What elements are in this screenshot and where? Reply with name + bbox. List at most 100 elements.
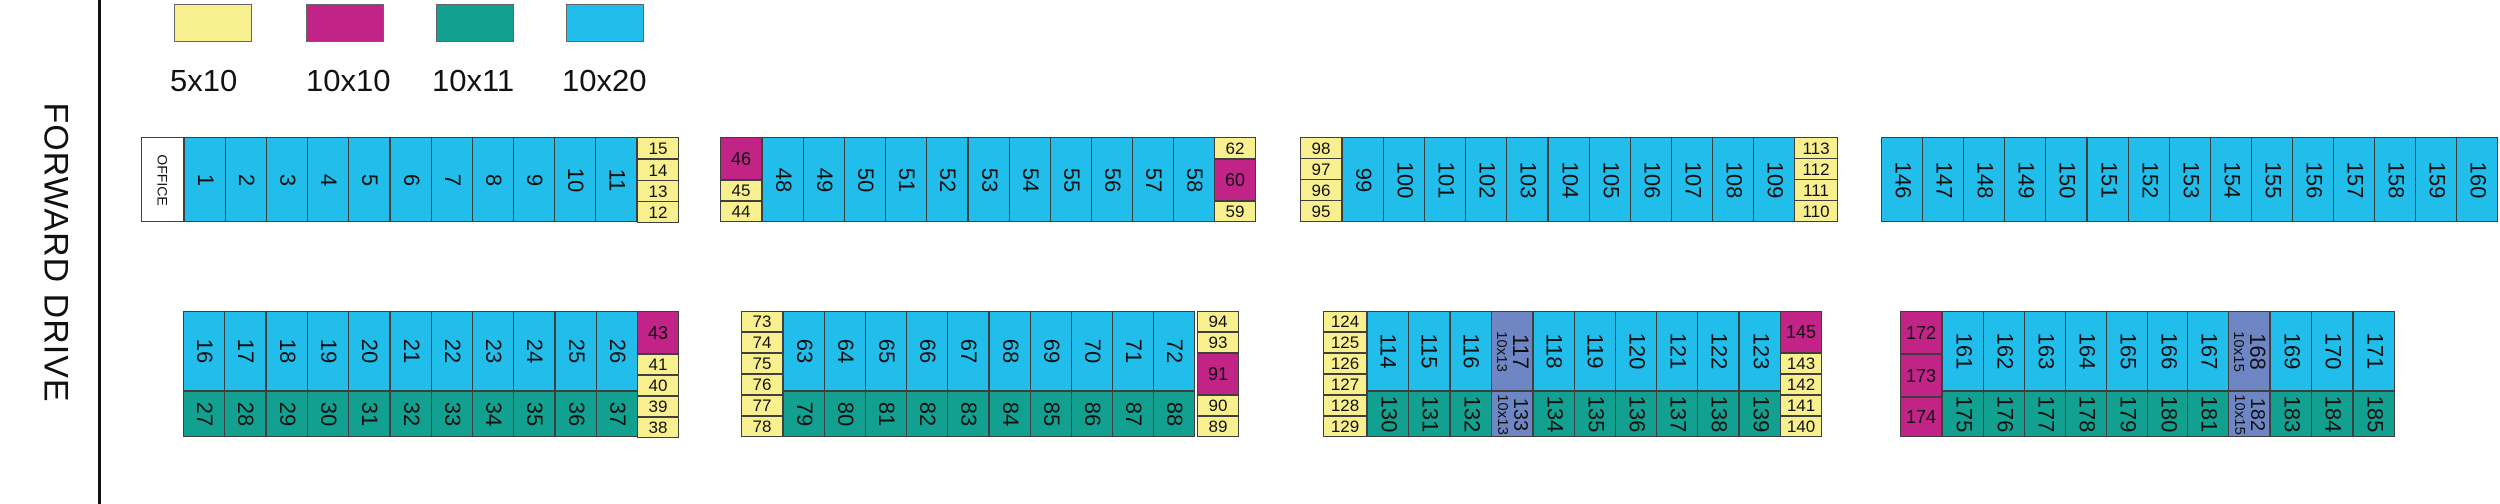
storage-unit-13[interactable]: 13 — [637, 180, 679, 202]
storage-unit-103[interactable]: 103 — [1506, 137, 1548, 222]
storage-unit-127[interactable]: 127 — [1323, 374, 1367, 395]
storage-unit-87[interactable]: 87 — [1112, 391, 1154, 437]
storage-unit-69[interactable]: 69 — [1030, 311, 1072, 391]
storage-unit-50[interactable]: 50 — [844, 137, 886, 222]
storage-unit-37[interactable]: 37 — [596, 391, 638, 437]
storage-unit-162[interactable]: 162 — [1983, 311, 2025, 391]
storage-unit-68[interactable]: 68 — [989, 311, 1031, 391]
storage-unit-41[interactable]: 41 — [637, 354, 679, 375]
storage-unit-86[interactable]: 86 — [1071, 391, 1113, 437]
storage-unit-159[interactable]: 159 — [2415, 137, 2457, 222]
storage-unit-64[interactable]: 64 — [824, 311, 866, 391]
storage-unit-95[interactable]: 95 — [1300, 200, 1342, 222]
storage-unit-167[interactable]: 167 — [2187, 311, 2229, 391]
storage-unit-106[interactable]: 106 — [1630, 137, 1672, 222]
storage-unit-138[interactable]: 138 — [1697, 391, 1739, 437]
storage-unit-175[interactable]: 175 — [1942, 391, 1984, 437]
storage-unit-104[interactable]: 104 — [1548, 137, 1590, 222]
storage-unit-81[interactable]: 81 — [865, 391, 907, 437]
storage-unit-134[interactable]: 134 — [1533, 391, 1575, 437]
storage-unit-137[interactable]: 137 — [1656, 391, 1698, 437]
storage-unit-26[interactable]: 26 — [596, 311, 638, 391]
storage-unit-107[interactable]: 107 — [1671, 137, 1713, 222]
storage-unit-59[interactable]: 59 — [1214, 201, 1256, 222]
storage-unit-177[interactable]: 177 — [2024, 391, 2066, 437]
storage-unit-146[interactable]: 146 — [1881, 137, 1923, 222]
storage-unit-129[interactable]: 129 — [1323, 416, 1367, 437]
storage-unit-131[interactable]: 131 — [1408, 391, 1450, 437]
storage-unit-39[interactable]: 39 — [637, 396, 679, 417]
storage-unit-89[interactable]: 89 — [1197, 416, 1239, 437]
storage-unit-20[interactable]: 20 — [348, 311, 390, 391]
storage-unit-11[interactable]: 11 — [595, 137, 637, 222]
storage-unit-130[interactable]: 130 — [1367, 391, 1409, 437]
storage-unit-158[interactable]: 158 — [2374, 137, 2416, 222]
storage-unit-141[interactable]: 141 — [1780, 395, 1822, 416]
storage-unit-147[interactable]: 147 — [1922, 137, 1964, 222]
storage-unit-125[interactable]: 125 — [1323, 332, 1367, 353]
storage-unit-31[interactable]: 31 — [348, 391, 390, 437]
storage-unit-113[interactable]: 113 — [1794, 137, 1838, 159]
storage-unit-6[interactable]: 6 — [390, 137, 432, 222]
storage-unit-100[interactable]: 100 — [1383, 137, 1425, 222]
storage-unit-52[interactable]: 52 — [926, 137, 968, 222]
storage-unit-98[interactable]: 98 — [1300, 137, 1342, 159]
storage-unit-143[interactable]: 143 — [1780, 353, 1822, 374]
storage-unit-51[interactable]: 51 — [885, 137, 927, 222]
storage-unit-169[interactable]: 169 — [2270, 311, 2312, 391]
storage-unit-142[interactable]: 142 — [1780, 374, 1822, 395]
storage-unit-19[interactable]: 19 — [307, 311, 349, 391]
storage-unit-105[interactable]: 105 — [1589, 137, 1631, 222]
storage-unit-10[interactable]: 10 — [554, 137, 596, 222]
storage-unit-118[interactable]: 118 — [1533, 311, 1575, 391]
storage-unit-126[interactable]: 126 — [1323, 353, 1367, 374]
storage-unit-54[interactable]: 54 — [1009, 137, 1051, 222]
storage-unit-140[interactable]: 140 — [1780, 416, 1822, 437]
storage-unit-71[interactable]: 71 — [1112, 311, 1154, 391]
storage-unit-73[interactable]: 73 — [741, 311, 783, 332]
storage-unit-8[interactable]: 8 — [472, 137, 514, 222]
storage-unit-90[interactable]: 90 — [1197, 395, 1239, 416]
storage-unit-110[interactable]: 110 — [1794, 200, 1838, 222]
storage-unit-111[interactable]: 111 — [1794, 179, 1838, 201]
storage-unit-184[interactable]: 184 — [2311, 391, 2353, 437]
storage-unit-170[interactable]: 170 — [2311, 311, 2353, 391]
storage-unit-173[interactable]: 173 — [1900, 354, 1942, 397]
storage-unit-116[interactable]: 116 — [1450, 311, 1492, 391]
storage-unit-15[interactable]: 15 — [637, 137, 679, 159]
storage-unit-7[interactable]: 7 — [431, 137, 473, 222]
storage-unit-94[interactable]: 94 — [1197, 311, 1239, 332]
storage-unit-96[interactable]: 96 — [1300, 179, 1342, 201]
storage-unit-32[interactable]: 32 — [390, 391, 432, 437]
storage-unit-124[interactable]: 124 — [1323, 311, 1367, 332]
storage-unit-91[interactable]: 91 — [1197, 353, 1239, 395]
storage-unit-165[interactable]: 165 — [2106, 311, 2148, 391]
storage-unit-27[interactable]: 27 — [183, 391, 225, 437]
storage-unit-65[interactable]: 65 — [865, 311, 907, 391]
storage-unit-172[interactable]: 172 — [1900, 311, 1942, 354]
storage-unit-33[interactable]: 33 — [431, 391, 473, 437]
storage-unit-5[interactable]: 5 — [348, 137, 390, 222]
storage-unit-75[interactable]: 75 — [741, 353, 783, 374]
storage-unit-77[interactable]: 77 — [741, 395, 783, 416]
storage-unit-183[interactable]: 183 — [2270, 391, 2312, 437]
storage-unit-14[interactable]: 14 — [637, 159, 679, 181]
storage-unit-55[interactable]: 55 — [1050, 137, 1092, 222]
storage-unit-99[interactable]: 99 — [1342, 137, 1384, 222]
storage-unit-35[interactable]: 35 — [513, 391, 555, 437]
storage-unit-36[interactable]: 36 — [555, 391, 597, 437]
storage-unit-121[interactable]: 121 — [1656, 311, 1698, 391]
storage-unit-115[interactable]: 115 — [1408, 311, 1450, 391]
storage-unit-136[interactable]: 136 — [1615, 391, 1657, 437]
storage-unit-114[interactable]: 114 — [1367, 311, 1409, 391]
storage-unit-16[interactable]: 16 — [183, 311, 225, 391]
storage-unit-139[interactable]: 139 — [1739, 391, 1781, 437]
storage-unit-67[interactable]: 67 — [947, 311, 989, 391]
storage-unit-76[interactable]: 76 — [741, 374, 783, 395]
storage-unit-56[interactable]: 56 — [1091, 137, 1133, 222]
storage-unit-63[interactable]: 63 — [783, 311, 825, 391]
storage-unit-62[interactable]: 62 — [1214, 137, 1256, 159]
